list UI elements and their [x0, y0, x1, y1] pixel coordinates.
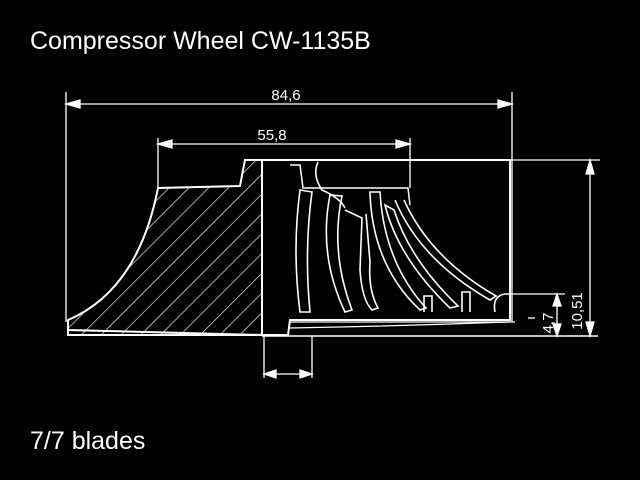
- blade-count-label: 7/7 blades: [30, 427, 146, 455]
- drawing-title: Compressor Wheel CW-1135B: [30, 27, 371, 55]
- dim-label-hub-height: 4,7: [540, 313, 557, 334]
- hub-section-hatch: [67, 159, 263, 336]
- blade-4: [344, 209, 380, 311]
- dim-label-overall-height: 10,51: [569, 292, 586, 330]
- dim-overall-height: [510, 157, 600, 339]
- backface-curve: [289, 321, 511, 329]
- dim-label-inducer-diameter: 55,8: [257, 127, 286, 144]
- dim-inducer-diameter: [155, 138, 413, 188]
- blade-5: [369, 191, 428, 311]
- dim-overall-diameter: [63, 92, 515, 322]
- hub-profile-line: [67, 322, 263, 336]
- blade-1: [295, 189, 313, 313]
- dim-hub-height: [510, 291, 565, 339]
- dim-label-overall-diameter: 84,6: [271, 87, 300, 104]
- blade-group: [295, 161, 510, 313]
- dim-bore-width: [261, 336, 315, 379]
- blade-6: [383, 203, 460, 309]
- blade-tip-2: [461, 291, 471, 312]
- blade-7: [394, 199, 498, 301]
- inducer-step: [290, 164, 411, 206]
- blade-tip-3: [493, 293, 510, 313]
- blade-3: [325, 194, 354, 313]
- blade-tip-1: [423, 295, 433, 312]
